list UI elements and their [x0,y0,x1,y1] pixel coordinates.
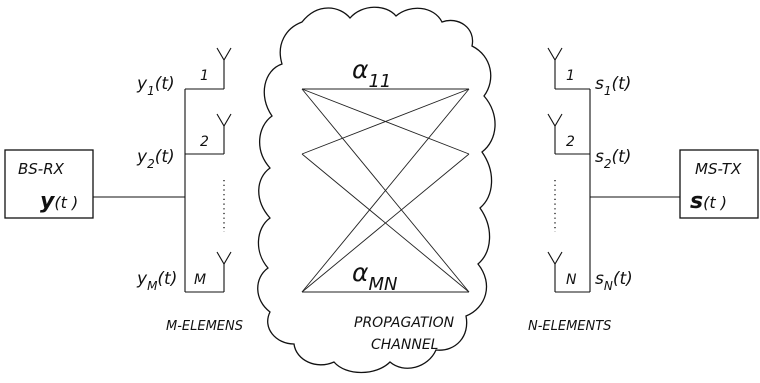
rx-title: BS-RX [18,160,65,178]
tx-index-2: 2 [566,134,575,150]
tx-input-n: sN(t) [595,269,633,293]
tx-antenna-n [547,251,590,293]
channel-label-line1: PROPAGATION [354,315,455,331]
rx-index-2: 2 [200,134,209,150]
tx-antenna-2 [547,113,590,155]
tx-index-n: N [566,272,577,288]
link-2-1 [301,88,470,155]
tx-elements-label: N-ELEMENTS [528,319,611,334]
channel-links [301,88,470,293]
coef-alpha-11: α11 [352,55,391,92]
tx-box [679,149,759,219]
rx-antenna-2 [185,113,232,155]
channel-label-line2: CHANNEL [371,337,438,353]
coef-alpha-mn: αMN [352,258,397,295]
link-m-2 [301,153,470,293]
rx-index-m: M [194,272,206,288]
tx-index-1: 1 [566,68,575,84]
rx-antenna-1 [185,47,232,90]
rx-index-1: 1 [200,68,209,84]
link-m-1 [301,88,470,293]
rx-antenna-m [185,251,232,293]
tx-title: MS-TX [695,160,742,178]
tx-input-1: s1(t) [595,74,631,98]
channel-cloud [257,6,496,374]
tx-signal: s(t ) [690,189,727,214]
rx-box [4,149,94,219]
rx-output-2: y2(t) [136,147,175,171]
rx-elements-label: M-ELEMENS [166,319,243,334]
tx-antenna-1 [547,47,590,90]
rx-output-m: yM(t) [136,269,177,293]
rx-output-1: y1(t) [136,74,175,98]
tx-input-2: s2(t) [595,147,631,171]
rx-signal: y(t ) [40,189,78,214]
